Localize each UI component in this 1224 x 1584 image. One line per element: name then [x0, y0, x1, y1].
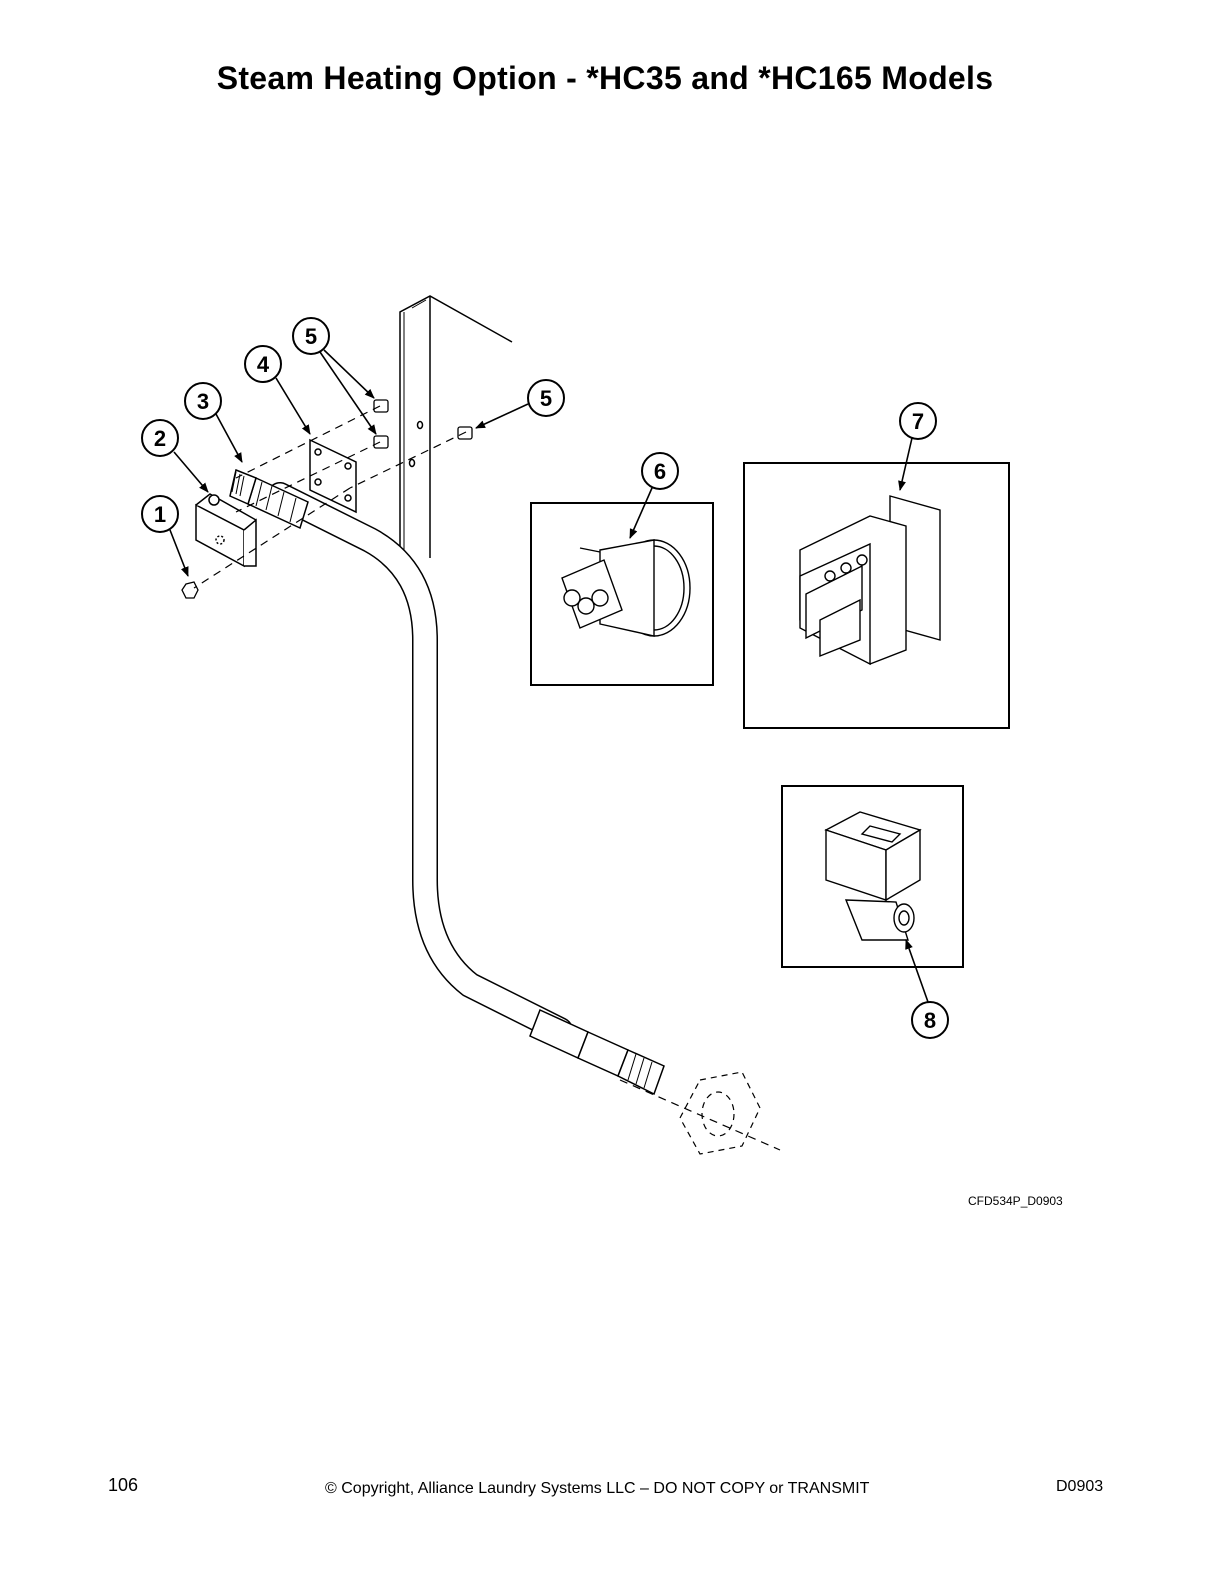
callout-7 [899, 402, 937, 440]
callout-5b [527, 379, 565, 417]
callout-numbers: 1 2 3 4 5 5 6 7 8 [154, 324, 936, 1033]
hose-fitting-top [229, 468, 309, 530]
callout-2 [141, 419, 179, 457]
assembly-lines [193, 405, 781, 1151]
page-title: Steam Heating Option - *HC35 and *HC165 … [216, 60, 994, 96]
callout-circles [141, 317, 949, 1039]
callout-5b-label: 5 [540, 386, 552, 411]
figure-id: CFD534P_D0903 [968, 1194, 1063, 1208]
page-number: 106 [108, 1475, 139, 1495]
inset-box-connector [530, 502, 714, 686]
steam-hose [267, 482, 573, 1043]
callout-5a [292, 317, 330, 355]
callout-8 [911, 1001, 949, 1039]
callout-4-label: 4 [257, 352, 270, 377]
copyright-notice: © Copyright, Alliance Laundry Systems LL… [325, 1480, 870, 1497]
callout-3-label: 3 [197, 389, 209, 414]
inset-box-contactor [743, 462, 1010, 729]
screws [373, 399, 473, 449]
callout-leaders [169, 349, 929, 1003]
machine-panel [399, 295, 513, 558]
callout-3 [184, 382, 222, 420]
dashed-hex-nut [679, 1071, 761, 1155]
callout-4 [244, 345, 282, 383]
nut [181, 581, 199, 599]
mounting-bracket [195, 493, 257, 568]
mounting-plate [309, 438, 357, 514]
callout-8-label: 8 [924, 1008, 936, 1033]
hose-fitting-bottom [529, 1008, 665, 1096]
callout-1-label: 1 [154, 502, 166, 527]
doc-code: D0903 [1056, 1478, 1104, 1495]
inset-box-valve [781, 785, 964, 968]
callout-6-label: 6 [654, 459, 666, 484]
callout-6 [641, 452, 679, 490]
callout-7-label: 7 [912, 409, 924, 434]
callout-5a-label: 5 [305, 324, 317, 349]
callout-2-label: 2 [154, 426, 166, 451]
callout-1 [141, 495, 179, 533]
